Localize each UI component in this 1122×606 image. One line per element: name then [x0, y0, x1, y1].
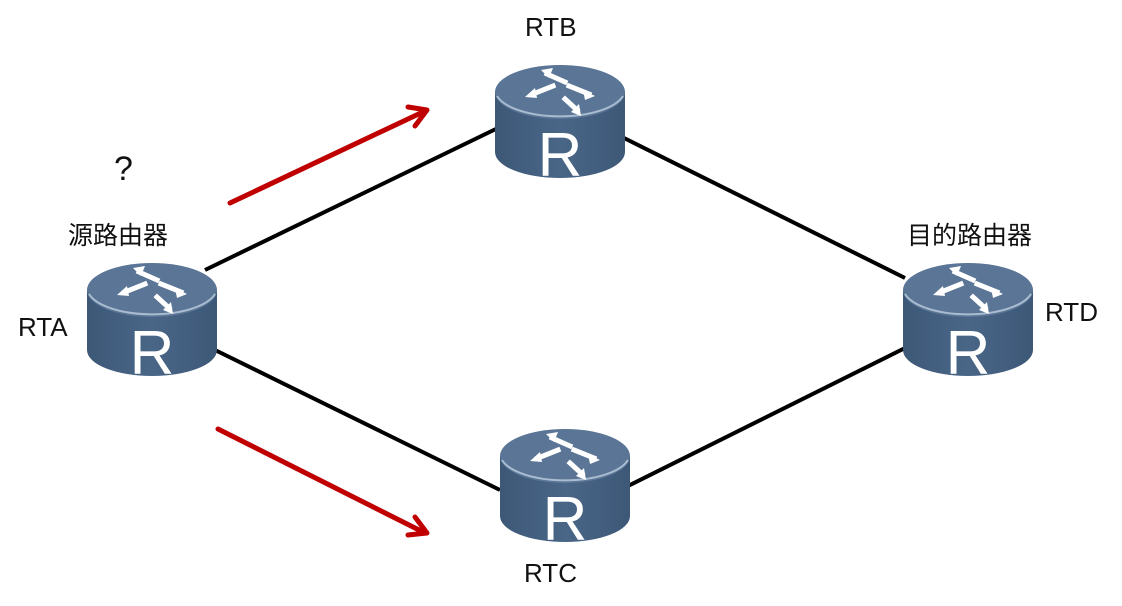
link-rta-rtb — [204, 125, 501, 272]
path-arrow-via-rtb — [227, 104, 430, 206]
destination-router-label: 目的路由器 — [907, 221, 1033, 250]
question-mark: ? — [114, 150, 133, 188]
rta-label: RTA — [18, 312, 68, 342]
rtd-label: RTD — [1045, 297, 1098, 327]
source-router-label: 源路由器 — [68, 221, 169, 250]
link-rtb-rtd — [621, 135, 906, 280]
rtb-label: RTB — [525, 12, 577, 42]
router-rta-icon[interactable] — [87, 263, 217, 388]
router-rtb-icon[interactable] — [495, 65, 625, 190]
link-rta-rtc — [214, 348, 501, 492]
rtc-label: RTC — [524, 558, 577, 588]
path-arrow-via-rtc — [215, 426, 430, 538]
link-rtc-rtd — [627, 346, 906, 488]
router-rtc-icon[interactable] — [500, 429, 630, 554]
router-rtd-icon[interactable] — [903, 263, 1033, 388]
